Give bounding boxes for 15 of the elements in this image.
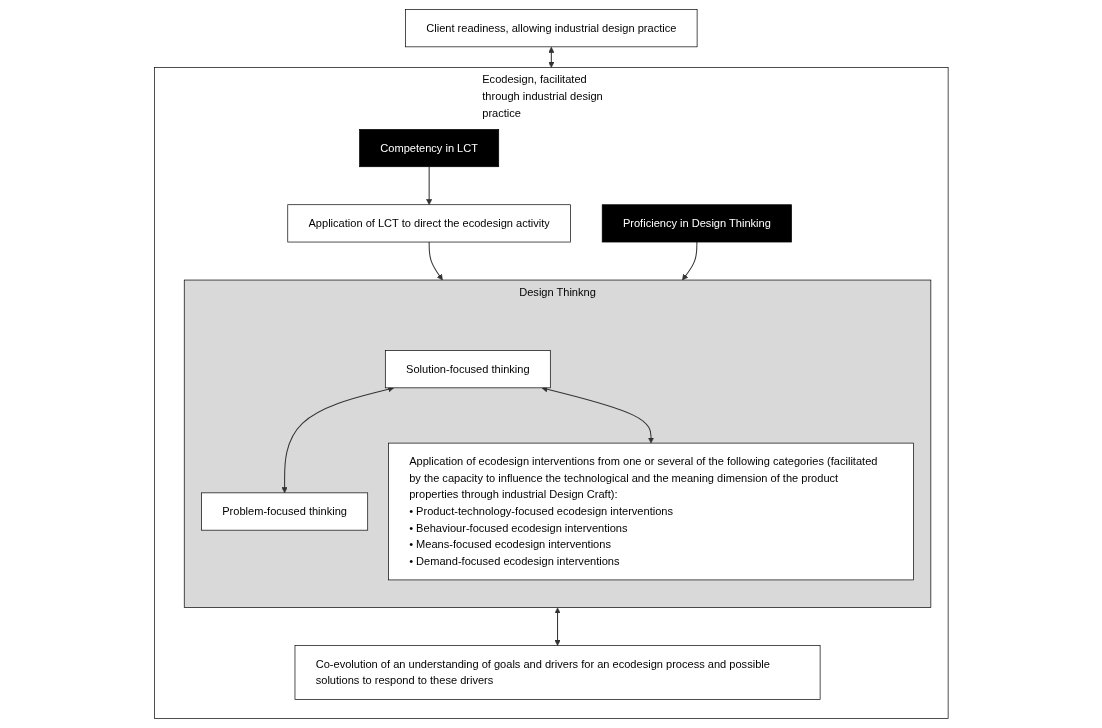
arrow [428,241,443,281]
arrow [425,166,432,205]
node-box: Solution-focused thinking [384,350,551,389]
node-box: Competency in LCT [358,129,499,168]
arrow [554,607,561,646]
node-box: Client readiness, allowing industrial design practice [404,9,698,48]
arrow [681,241,698,281]
node-box: Problem-focused thinking [200,492,368,531]
arrow [281,386,394,494]
arrow [547,46,555,68]
arrow [541,386,654,444]
node-box: Application of ecodesign interventions from one or several of the following categories (facilitated by the capacity to influence the technological and the meaning dimension of the product properties through industrial Design Craft): • Product-technology-focused ecodesign interventions • Behaviour-focused ecodesign interventions • Means-focused ecodesign interventions • Demand-focused ecodesign interventions [387,442,914,581]
node-box: Co-evolution of an understanding of goals and drivers for an ecodesign process and possible solutions to respond to these drivers [294,645,821,700]
node-box: Proficiency in Design Thinking [601,204,792,243]
node-box: Application of LCT to direct the ecodesign activity [287,204,571,243]
